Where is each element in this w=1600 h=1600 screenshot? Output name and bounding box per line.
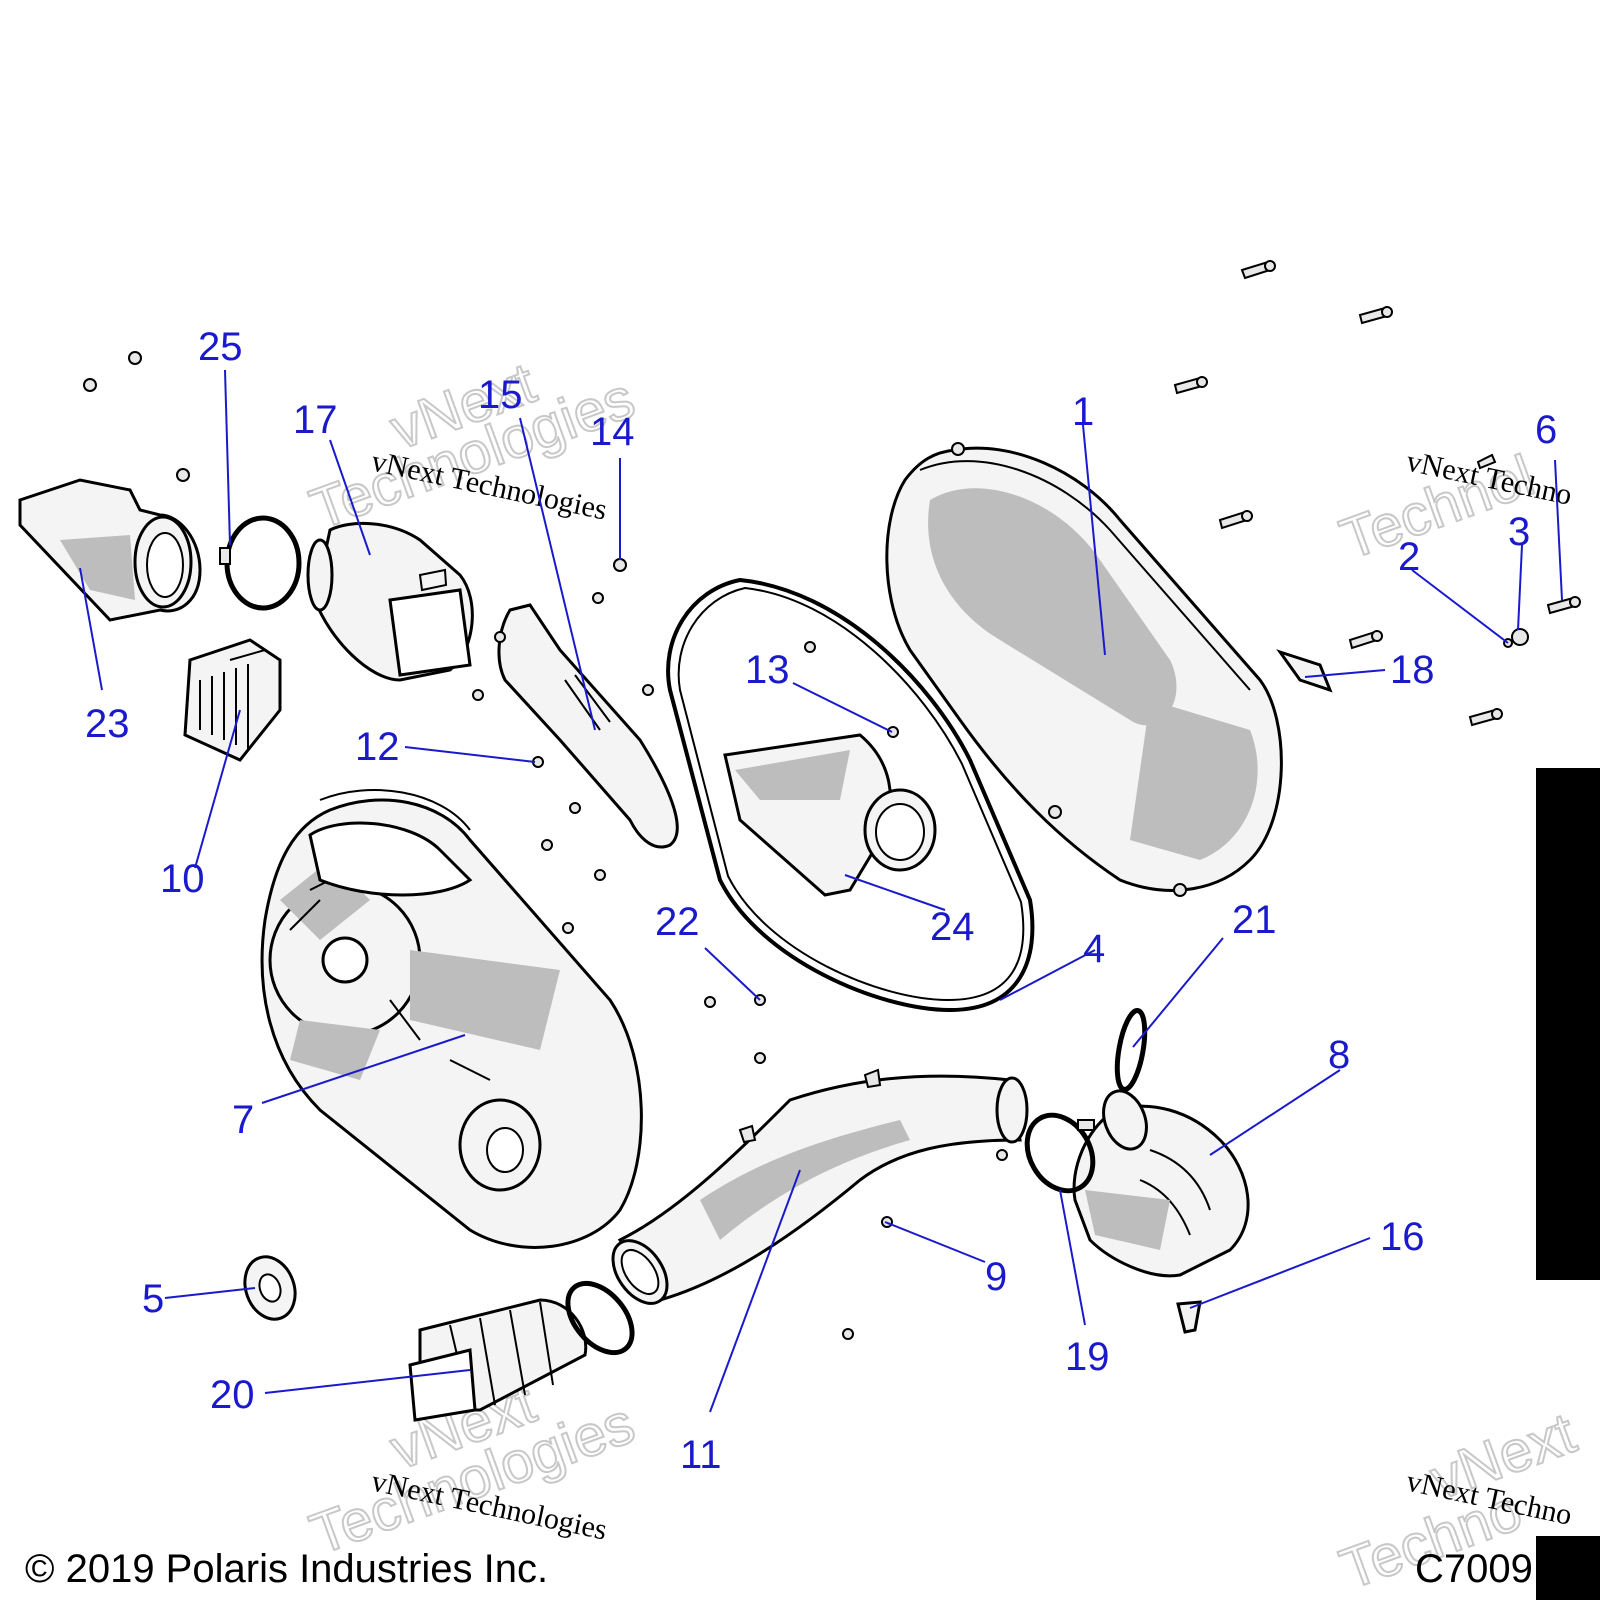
callout-9: 9 <box>985 1255 1007 1299</box>
screw-icon <box>594 869 606 881</box>
callout-3: 3 <box>1508 510 1530 554</box>
clamp-25-part <box>219 515 302 611</box>
elbow-boot-part <box>1072 1089 1250 1278</box>
callout-12: 12 <box>355 725 400 769</box>
screw-icon <box>83 378 97 392</box>
copyright-text: © 2019 Polaris Industries Inc. <box>25 1547 548 1591</box>
callout-16: 16 <box>1380 1215 1425 1259</box>
inlet-duct-part <box>306 521 474 682</box>
callout-19: 19 <box>1065 1335 1110 1379</box>
air-duct-part <box>723 733 937 897</box>
bolt-icon <box>1468 708 1503 727</box>
callout-labels: 1 2 3 4 5 6 7 8 9 10 11 12 13 14 15 16 1… <box>85 325 1557 1477</box>
screw-icon <box>128 351 142 365</box>
washer-part <box>243 1255 297 1321</box>
screw-icon <box>842 1328 854 1340</box>
callout-14: 14 <box>590 410 635 454</box>
callout-13: 13 <box>745 648 790 692</box>
callout-6: 6 <box>1535 408 1557 452</box>
callout-1: 1 <box>1072 390 1094 434</box>
nut-icon <box>642 684 654 696</box>
fastener-group <box>83 260 1581 1340</box>
screw-icon <box>472 689 484 701</box>
screen-part <box>183 638 282 762</box>
side-tab <box>1536 768 1600 1280</box>
bolt-icon <box>1358 306 1393 325</box>
callout-20: 20 <box>210 1373 255 1417</box>
callout-21: 21 <box>1232 898 1277 942</box>
clamp-19-part <box>1024 1112 1096 1194</box>
bolt-icon <box>1240 260 1276 280</box>
bolt-icon <box>1546 596 1581 615</box>
outer-clutch-cover-part <box>885 442 1283 897</box>
callout-10: 10 <box>160 857 205 901</box>
upper-duct-part <box>18 478 202 622</box>
callout-8: 8 <box>1328 1033 1350 1077</box>
bolt-icon <box>1348 630 1383 650</box>
screw-icon <box>562 922 574 934</box>
cover-gasket-part <box>666 577 1035 1013</box>
screw-icon <box>804 641 816 653</box>
bolt-icon <box>1173 376 1208 395</box>
callout-18: 18 <box>1390 648 1435 692</box>
screw-icon <box>996 1149 1008 1161</box>
gasket-plate-part <box>1276 649 1333 693</box>
callout-2: 2 <box>1398 535 1420 579</box>
outlet-duct-part <box>611 1068 1029 1305</box>
leader-lines <box>79 369 1563 1413</box>
intake-boot-part <box>408 1298 588 1422</box>
callout-4: 4 <box>1083 927 1105 971</box>
callout-25: 25 <box>198 325 243 369</box>
screw-icon <box>494 631 506 643</box>
callout-22: 22 <box>655 900 700 944</box>
callout-17: 17 <box>293 398 338 442</box>
drain-plug-part <box>1176 1300 1202 1334</box>
screw-icon <box>176 468 190 482</box>
corner-mask <box>1536 1536 1600 1600</box>
clamp-21-part <box>1114 1008 1148 1092</box>
screw-icon <box>887 726 899 738</box>
callout-11: 11 <box>680 1433 722 1477</box>
callout-7: 7 <box>232 1098 254 1142</box>
bolt-icon <box>1476 453 1497 470</box>
nut-icon <box>592 592 604 604</box>
screw-icon <box>754 1052 766 1064</box>
screw-icon <box>704 996 716 1008</box>
callout-24: 24 <box>930 905 975 949</box>
bracket-part <box>497 603 679 849</box>
screw-icon <box>541 839 553 851</box>
callout-15: 15 <box>478 373 523 417</box>
screw-icon <box>569 802 581 814</box>
drawing-code: C7009 <box>1415 1547 1533 1591</box>
nut-icon <box>613 558 627 572</box>
bolt-icon <box>1218 510 1253 530</box>
nut-icon <box>1511 628 1529 646</box>
callout-5: 5 <box>142 1277 164 1321</box>
callout-23: 23 <box>85 702 130 746</box>
inner-clutch-cover-part <box>260 789 643 1249</box>
clamp-20-part <box>565 1280 635 1356</box>
